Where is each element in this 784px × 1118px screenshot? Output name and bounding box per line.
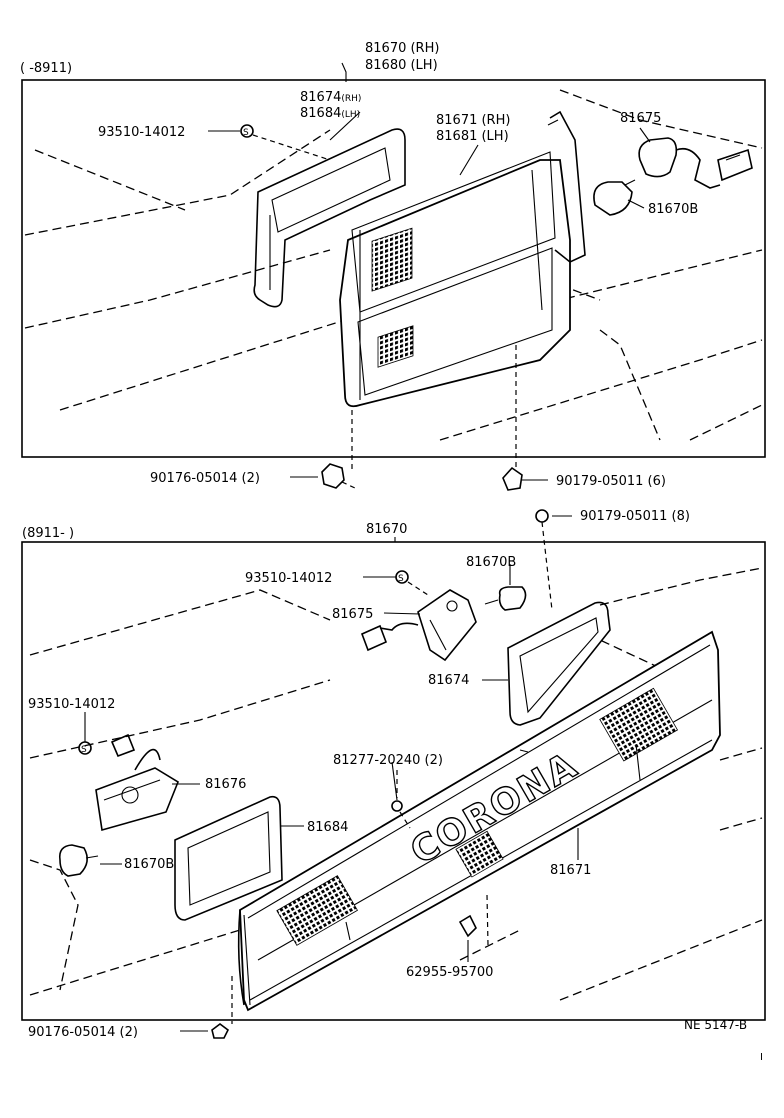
bulb-81670B-top <box>593 179 636 216</box>
grommet-label: 81277-20240 (2) <box>333 753 443 768</box>
grommet-81277 <box>391 749 529 829</box>
upper-grille <box>371 227 413 292</box>
gasket-81674-bottom <box>507 601 611 726</box>
socket-81675-bottom <box>360 589 477 662</box>
lower-grille <box>377 325 414 368</box>
clip-90179-bottom <box>535 509 553 611</box>
svg-text:S: S <box>81 745 87 755</box>
bottom-section: CORONA S <box>21 509 766 1040</box>
top-section: S ( -8911) 81670 (RH) 81680 (LH) 81674(R… <box>20 41 766 491</box>
screw-93510-bottom-right: S <box>395 570 429 596</box>
clip-62955 <box>458 894 489 946</box>
clip-label-bottom: 90179-05011 (8) <box>580 509 690 524</box>
lens-lh-label: 81681 (LH) <box>436 129 509 144</box>
svg-text:S: S <box>398 574 404 584</box>
corner-mark: I <box>760 1052 763 1063</box>
screw-label-bottom-right: 93510-14012 <box>245 571 332 586</box>
socket-81675 <box>638 137 753 189</box>
gasket-label-bottom-left: 81684 <box>307 820 348 835</box>
nut-90176-top <box>321 410 356 489</box>
bulb-label-top: 81670B <box>648 202 698 217</box>
screw-93510-top: S <box>240 124 331 161</box>
nut-label-top: 90176-05014 (2) <box>150 471 260 486</box>
top-section-frame <box>21 79 766 458</box>
bottom-range-label: (8911- ) <box>22 526 74 541</box>
bottom-section-frame <box>21 541 766 1021</box>
top-bracket <box>547 110 586 263</box>
socket-label-top: 81675 <box>620 111 661 126</box>
clip-label-top: 90179-05011 (6) <box>556 474 666 489</box>
nut-90176-bottom <box>211 976 233 1039</box>
bulb-label-bottom-right: 81670B <box>466 555 516 570</box>
top-range-label: ( -8911) <box>20 61 72 76</box>
bulb-81670B-bottom-right <box>484 586 527 611</box>
panel-grille-left <box>276 875 358 946</box>
nut-label-bottom: 90176-05014 (2) <box>28 1025 138 1040</box>
assembly-rh-label: 81670 (RH) <box>365 41 439 56</box>
clip-90179-top <box>502 345 523 491</box>
panel-grille-center <box>455 830 504 878</box>
clip-lower-label: 62955-95700 <box>406 965 493 980</box>
screw-label-top: 93510-14012 <box>98 125 185 140</box>
socket-label-bottom: 81675 <box>332 607 373 622</box>
gasket-81684-bottom <box>174 795 283 921</box>
garnish-panel-81671 <box>237 630 721 1012</box>
lens-rh-label: 81671 (RH) <box>436 113 510 128</box>
bottom-body-contours <box>29 567 763 1001</box>
panel-grille-right <box>599 687 679 762</box>
assembly-label-bottom: 81670 <box>366 522 407 537</box>
socket-label-bottom-left: 81676 <box>205 777 246 792</box>
socket-81676-left <box>95 733 179 832</box>
drawing-number: NE 5147-B <box>684 1018 747 1032</box>
gasket-label-bottom-right: 81674 <box>428 673 469 688</box>
screw-93510-bottom-left: S <box>78 741 92 755</box>
lens-label-bottom: 81671 <box>550 863 591 878</box>
bulb-label-bottom-left: 81670B <box>124 857 174 872</box>
bulb-81670B-bottom-left <box>58 844 99 877</box>
screw-label-bottom-left: 93510-14012 <box>28 697 115 712</box>
assembly-lh-label: 81680 (LH) <box>365 58 438 73</box>
gasket-lh-label: 81684(LH) <box>300 106 360 121</box>
svg-text:S: S <box>243 128 249 138</box>
lens-housing-81671 <box>339 151 571 408</box>
gasket-rh-label: 81674(RH) <box>300 90 361 105</box>
gasket-81674 <box>253 128 406 308</box>
